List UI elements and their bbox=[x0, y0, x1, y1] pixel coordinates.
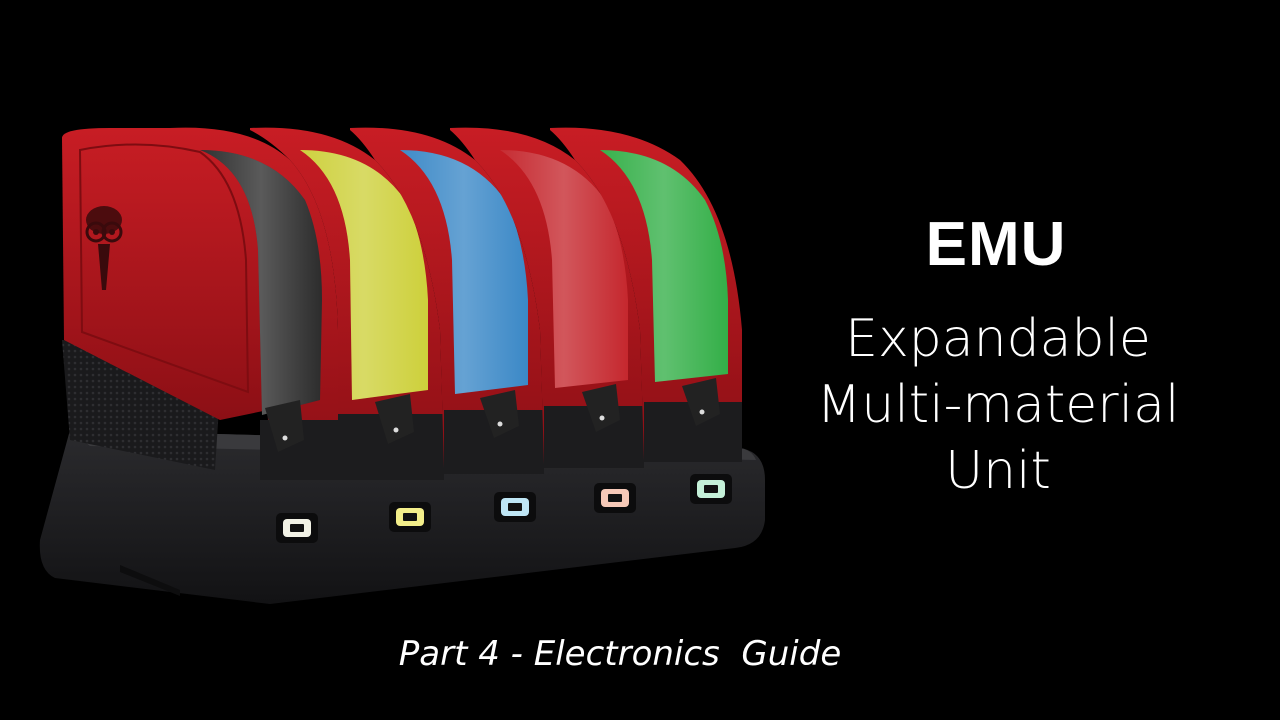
led-indicators bbox=[276, 474, 732, 543]
spool-module-blue bbox=[350, 127, 544, 474]
product-title: EMU bbox=[925, 210, 1067, 279]
part-caption: Part 4 - Electronics Guide bbox=[398, 634, 842, 674]
led-peach bbox=[594, 483, 636, 513]
spool-module-yellow bbox=[250, 127, 444, 480]
spool-module-green bbox=[550, 127, 742, 462]
spool-module-black bbox=[170, 127, 338, 480]
led-yellow bbox=[389, 502, 431, 532]
emu-head-logo bbox=[85, 206, 123, 290]
subtitle-line-3: Unit bbox=[945, 441, 1051, 501]
led-white bbox=[276, 513, 318, 543]
spool-module-red bbox=[450, 127, 644, 468]
left-housing bbox=[62, 128, 268, 470]
subtitle-line-2: Multi-material bbox=[816, 375, 1180, 435]
led-blue bbox=[494, 492, 536, 522]
spool-modules bbox=[170, 127, 742, 480]
product-subtitle: Expandable Multi-material Unit bbox=[800, 306, 1196, 504]
led-mint bbox=[690, 474, 732, 504]
subtitle-line-1: Expandable bbox=[845, 309, 1151, 369]
